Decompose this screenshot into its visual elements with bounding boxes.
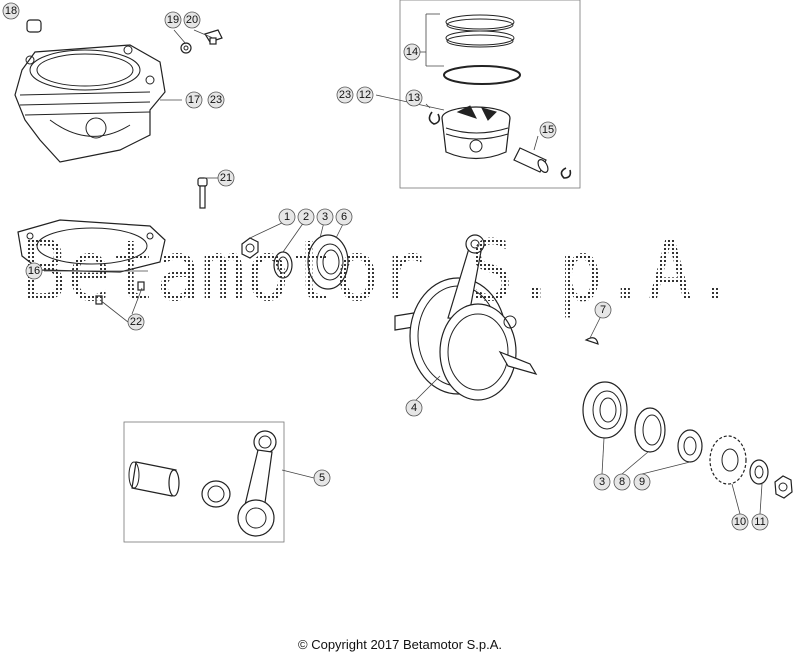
callout-2: 2 [297,208,315,226]
stud-bolt [197,177,208,209]
svg-text:22: 22 [130,316,142,328]
washer-right [749,459,769,485]
svg-text:5: 5 [319,472,325,484]
callout-1: 1 [278,208,296,226]
shim-ring [634,407,666,453]
cylinder-base-gasket [17,219,166,273]
piston [441,105,511,160]
primary-gear [709,435,747,485]
piston-pin [513,147,549,173]
svg-text:9: 9 [639,476,645,488]
copyright-notice: © Copyright 2017 Betamotor S.p.A. [298,637,502,652]
cylinder [14,44,166,163]
callout-12: 12 [356,86,374,104]
svg-text:11: 11 [754,516,765,528]
callout-15: 15 [539,121,557,139]
callout-4: 4 [405,399,423,417]
svg-text:15: 15 [542,124,554,136]
conrod-kit-box [123,421,285,543]
callout-18: 18 [2,2,20,20]
dowel-pin [26,19,42,33]
callout-23-cylinder: 23 [207,91,225,109]
svg-text:16: 16 [28,265,40,277]
callout-20: 20 [183,11,201,29]
callout-23-piston: 23 [336,86,354,104]
callout-17: 17 [185,91,203,109]
callout-9: 9 [633,473,651,491]
crankshaft-assembly [394,234,538,401]
svg-text:7: 7 [600,304,606,316]
main-bearing-left [307,234,349,290]
svg-text:3: 3 [322,211,328,223]
svg-text:21: 21 [220,172,232,184]
callout-22: 22 [127,313,145,331]
connecting-rod [237,430,277,537]
piston-rings [443,14,521,85]
callout-6: 6 [335,208,353,226]
svg-text:1: 1 [284,211,290,223]
svg-text:6: 6 [341,211,347,223]
callout-14: 14 [403,43,421,61]
needle-bearing [201,480,231,508]
bolt-small [204,29,223,45]
spacer-bushing [677,429,703,463]
callout-3-left: 3 [316,208,334,226]
svg-text:13: 13 [408,92,420,104]
main-bearing-right [582,381,628,439]
callout-7: 7 [594,301,612,319]
svg-text:2: 2 [303,211,309,223]
svg-text:8: 8 [619,476,625,488]
svg-text:17: 17 [188,94,200,106]
circlip [428,111,572,179]
callout-10: 10 [731,513,749,531]
callout-19: 19 [164,11,182,29]
svg-text:19: 19 [167,14,179,26]
svg-text:14: 14 [406,46,418,58]
washer [180,42,192,54]
svg-text:10: 10 [734,516,746,528]
callout-16: 16 [25,262,43,280]
svg-text:12: 12 [359,89,371,101]
nut-right [774,475,793,499]
svg-text:20: 20 [186,14,198,26]
callout-21: 21 [217,169,235,187]
svg-text:23: 23 [339,89,351,101]
woodruff-key [584,337,599,345]
piston-group-box [399,0,581,189]
svg-text:3: 3 [599,476,605,488]
callout-3-right: 3 [593,473,611,491]
callout-13: 13 [405,89,423,107]
svg-text:23: 23 [210,94,222,106]
svg-text:4: 4 [411,402,417,414]
callout-5: 5 [313,469,331,487]
svg-text:18: 18 [5,5,17,17]
callout-11: 11 [751,513,769,531]
conrod-pin [128,461,180,497]
callout-8: 8 [613,473,631,491]
